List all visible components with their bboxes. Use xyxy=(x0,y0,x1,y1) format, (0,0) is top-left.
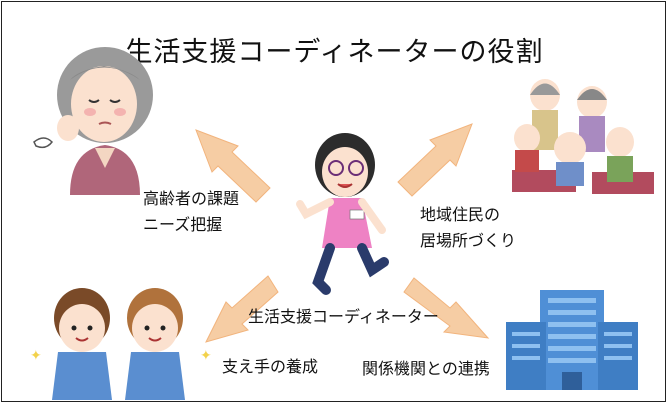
label-community-place: 地域住民の 居場所づくり xyxy=(420,202,516,254)
label-community-place-line2: 居場所づくり xyxy=(420,231,517,250)
supporters-illustration: ✦ ✦ xyxy=(30,288,212,400)
label-coordinator: 生活支援コーディネーター xyxy=(248,307,439,326)
diagram-title: 生活支援コーディネーターの役割 xyxy=(125,37,544,68)
community-residents-illustration xyxy=(512,79,654,194)
coordinator-illustration xyxy=(296,133,389,295)
label-organization-cooperation: 関係機関との連携 xyxy=(362,359,490,378)
label-community-place-line1: 地域住民の xyxy=(420,205,501,224)
elderly-woman-illustration xyxy=(33,47,153,195)
organization-building-illustration xyxy=(506,290,638,390)
label-elderly-needs-line1: 高齢者の課題 xyxy=(143,189,240,208)
svg-text:✦: ✦ xyxy=(200,348,212,364)
arrow-to-organizations xyxy=(403,277,490,339)
label-supporter-training: 支え手の養成 xyxy=(222,357,319,376)
arrow-to-community xyxy=(397,123,473,197)
svg-text:✦: ✦ xyxy=(30,348,42,364)
label-elderly-needs: 高齢者の課題 ニーズ把握 xyxy=(143,186,239,238)
arrow-to-elderly xyxy=(195,129,271,203)
label-elderly-needs-line2: ニーズ把握 xyxy=(143,215,223,234)
arrow-to-supporters xyxy=(205,275,279,343)
